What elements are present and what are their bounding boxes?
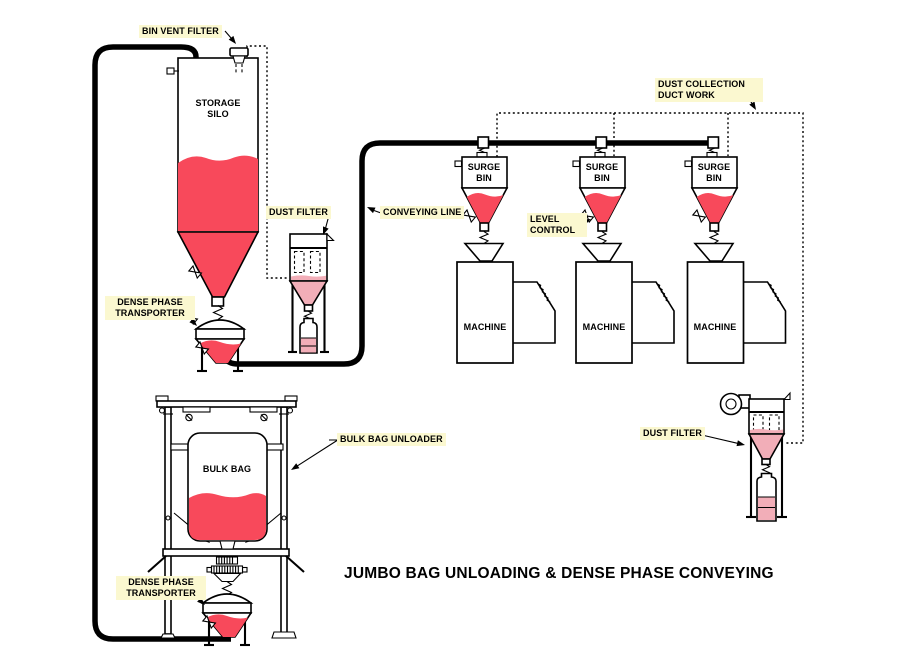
callout-bulk-bag-unloader: BULK BAG UNLOADER bbox=[337, 433, 446, 446]
storage-silo-label: STORAGE SILO bbox=[195, 98, 241, 119]
dust-filter-machines bbox=[719, 391, 791, 522]
callout-dense-phase-transporter-silo: DENSE PHASE TRANSPORTER bbox=[105, 296, 195, 320]
blower-icon bbox=[719, 392, 751, 416]
callout-dust-filter-machines: DUST FILTER bbox=[640, 427, 705, 440]
callout-dust-filter-silo: DUST FILTER bbox=[266, 206, 331, 219]
storage-silo bbox=[166, 57, 260, 321]
bulk-bag-label: BULK BAG bbox=[202, 464, 252, 474]
machine-label-1: MACHINE bbox=[463, 322, 507, 332]
surge-bin-label-2: SURGE BIN bbox=[585, 162, 619, 183]
surge-bin-3 bbox=[685, 137, 737, 261]
surge-bin-label-1: SURGE BIN bbox=[467, 162, 501, 183]
callout-conveying-line: CONVEYING LINE bbox=[380, 206, 465, 219]
surge-bin-2 bbox=[573, 137, 625, 261]
bag-discharge-assembly bbox=[206, 540, 248, 597]
surge-bin-label-3: SURGE BIN bbox=[697, 162, 731, 183]
machine-label-3: MACHINE bbox=[693, 322, 737, 332]
bin-vent-filter bbox=[229, 47, 249, 73]
callout-dense-phase-transporter-bag: DENSE PHASE TRANSPORTER bbox=[116, 576, 206, 600]
callout-dust-collection-duct-work: DUST COLLECTION DUCT WORK bbox=[655, 78, 763, 102]
machine-1 bbox=[456, 261, 556, 364]
conveying-line-silo-to-bins bbox=[221, 140, 714, 367]
bulk-bag bbox=[187, 432, 268, 542]
callout-bin-vent-filter: BIN VENT FILTER bbox=[139, 25, 222, 38]
machine-label-2: MACHINE bbox=[582, 322, 626, 332]
machine-3 bbox=[686, 261, 787, 364]
machine-2 bbox=[575, 261, 675, 364]
surge-bin-1 bbox=[455, 137, 507, 261]
duct-work-machines bbox=[496, 112, 804, 444]
conveying-line-bag-to-silo bbox=[92, 44, 231, 642]
dust-filter-silo bbox=[288, 232, 335, 354]
diagram-title: JUMBO BAG UNLOADING & DENSE PHASE CONVEY… bbox=[344, 565, 774, 582]
bulk-bag-unloader-frame bbox=[147, 395, 305, 639]
callout-level-control: LEVEL CONTROL bbox=[527, 213, 587, 237]
